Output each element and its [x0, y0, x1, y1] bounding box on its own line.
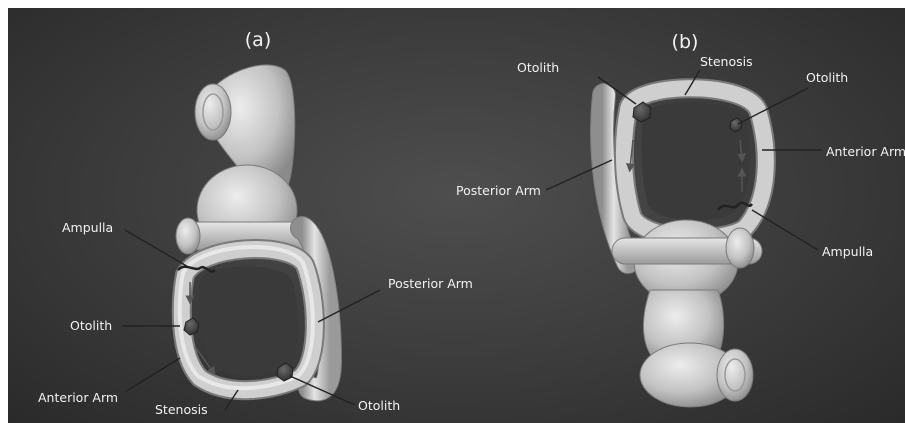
label-otolith-b-left: Otolith [517, 60, 559, 75]
utricle-model-a [176, 65, 330, 390]
otolith-marker-b-right [730, 118, 742, 132]
utricle-model-b [602, 88, 766, 407]
label-posterior-arm-a: Posterior Arm [388, 276, 473, 291]
label-posterior-arm-b: Posterior Arm [456, 183, 541, 198]
panel-b: (b) [456, 31, 905, 407]
label-anterior-arm-b: Anterior Arm [826, 144, 905, 159]
panel-a-title: (a) [245, 29, 271, 51]
label-ampulla-b: Ampulla [822, 244, 873, 259]
label-anterior-arm-a: Anterior Arm [38, 390, 118, 405]
label-stenosis-a: Stenosis [155, 402, 208, 417]
diagram-canvas: (a) [8, 8, 905, 423]
label-otolith-a-bottom: Otolith [358, 398, 400, 413]
panel-b-title: (b) [672, 31, 699, 53]
inner-ear-diagram: (a) [8, 8, 905, 423]
label-ampulla-a: Ampulla [62, 220, 113, 235]
label-otolith-a-left: Otolith [70, 318, 112, 333]
label-stenosis-b: Stenosis [700, 54, 753, 69]
label-otolith-b-right: Otolith [806, 70, 848, 85]
panel-a: (a) [38, 29, 473, 417]
